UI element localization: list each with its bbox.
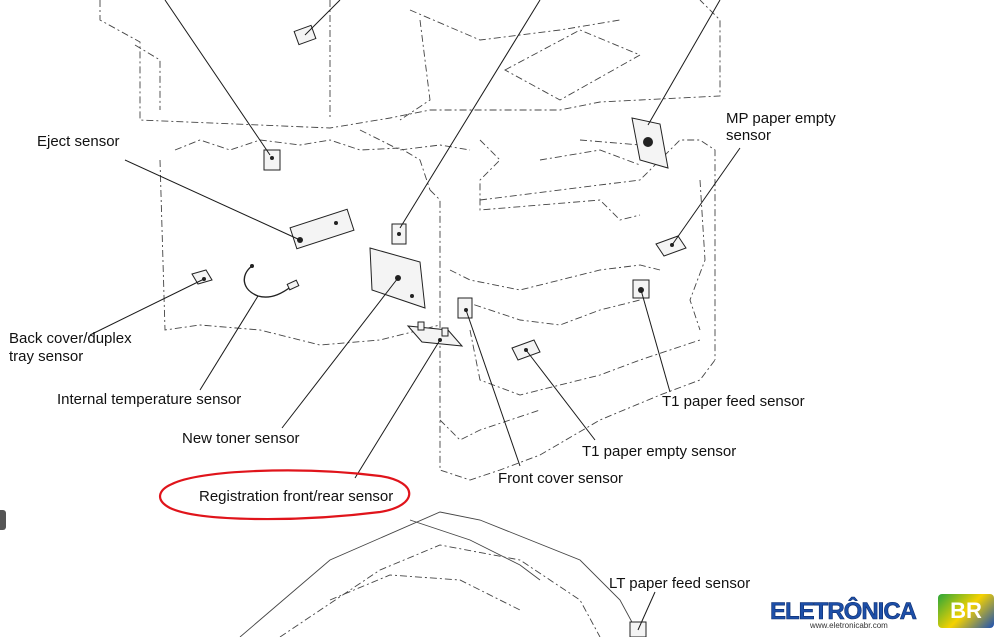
watermark-logo: ELETRÔNICA BR www.eletronicabr.com [770,590,998,635]
label-mp-paper-empty-sensor-line1: MP paper empty [726,110,836,127]
mid-sensor-part [391,223,407,245]
label-registration-sensor: Registration front/rear sensor [199,488,393,505]
machine-outline [99,0,721,637]
label-t1-paper-feed-sensor: T1 paper feed sensor [662,393,805,410]
eject-sensor-part-upper [263,149,281,171]
leader-lines [89,0,741,631]
page-edge-marker [0,510,6,530]
registration-sensor-part [406,321,464,347]
watermark-brand-text: ELETRÔNICA [770,598,918,626]
label-eject-sensor: Eject sensor [37,133,120,150]
label-new-toner-sensor: New toner sensor [182,430,300,447]
label-back-cover-duplex-line2: tray sensor [9,348,83,365]
label-back-cover-duplex-line1: Back cover/duplex [9,330,132,347]
sensor-labels: Eject sensor MP paper empty sensor Back … [9,110,836,592]
mp-paper-empty-sensor-part-upper [631,117,669,169]
t1-paper-feed-sensor-part [632,279,650,299]
internal-temperature-sensor-part [243,264,300,298]
label-t1-paper-empty-sensor: T1 paper empty sensor [582,443,736,460]
watermark-badge: BR [938,594,994,628]
front-cover-sensor-part [457,297,473,319]
label-mp-paper-empty-sensor-line2: sensor [726,127,771,144]
back-cover-duplex-sensor-part [191,269,213,285]
watermark-url: www.eletronicabr.com [810,621,888,630]
label-internal-temperature-sensor: Internal temperature sensor [57,391,241,408]
label-lt-paper-feed-sensor: LT paper feed sensor [609,575,750,592]
registration-highlight-circle [159,469,411,521]
label-front-cover-sensor: Front cover sensor [498,470,623,487]
eject-sensor-part [289,208,355,250]
mp-paper-empty-sensor-part [655,235,687,257]
